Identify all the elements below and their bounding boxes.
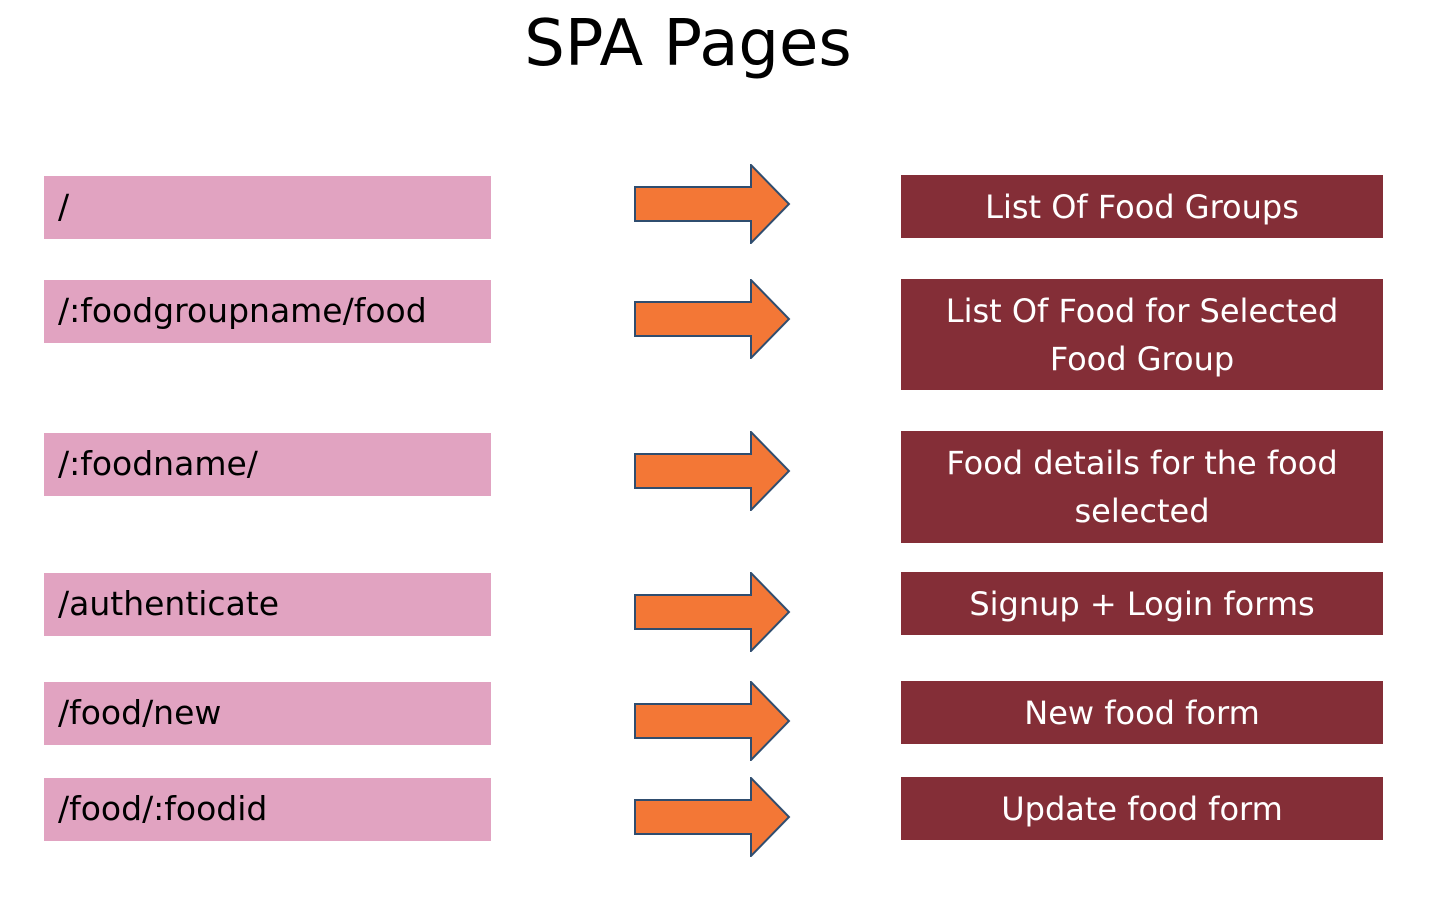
route-box: /food/:foodid	[44, 778, 491, 841]
page-box: List Of Food for Selected Food Group	[901, 279, 1383, 390]
page-label: List Of Food for Selected Food Group	[945, 291, 1339, 378]
right-arrow-icon	[634, 431, 791, 511]
right-arrow-icon	[634, 681, 791, 761]
route-box: /:foodgroupname/food	[44, 280, 491, 343]
page-box: Signup + Login forms	[901, 572, 1383, 635]
route-box: /:foodname/	[44, 433, 491, 496]
right-arrow-icon	[634, 572, 791, 652]
page-box: Update food form	[901, 777, 1383, 840]
page-label: Update food form	[1001, 789, 1283, 828]
route-box: /food/new	[44, 682, 491, 745]
page-label: Signup + Login forms	[969, 584, 1315, 623]
slide-title: SPA Pages	[524, 7, 852, 81]
page-label: New food form	[1024, 693, 1260, 732]
right-arrow-icon	[634, 777, 791, 857]
route-box: /	[44, 176, 491, 239]
right-arrow-icon	[634, 164, 791, 244]
page-label: List Of Food Groups	[985, 187, 1299, 226]
page-label: Food details for the food selected	[946, 444, 1338, 530]
page-box: New food form	[901, 681, 1383, 744]
route-box: /authenticate	[44, 573, 491, 636]
page-box: Food details for the food selected	[901, 431, 1383, 543]
page-box: List Of Food Groups	[901, 175, 1383, 238]
right-arrow-icon	[634, 279, 791, 359]
